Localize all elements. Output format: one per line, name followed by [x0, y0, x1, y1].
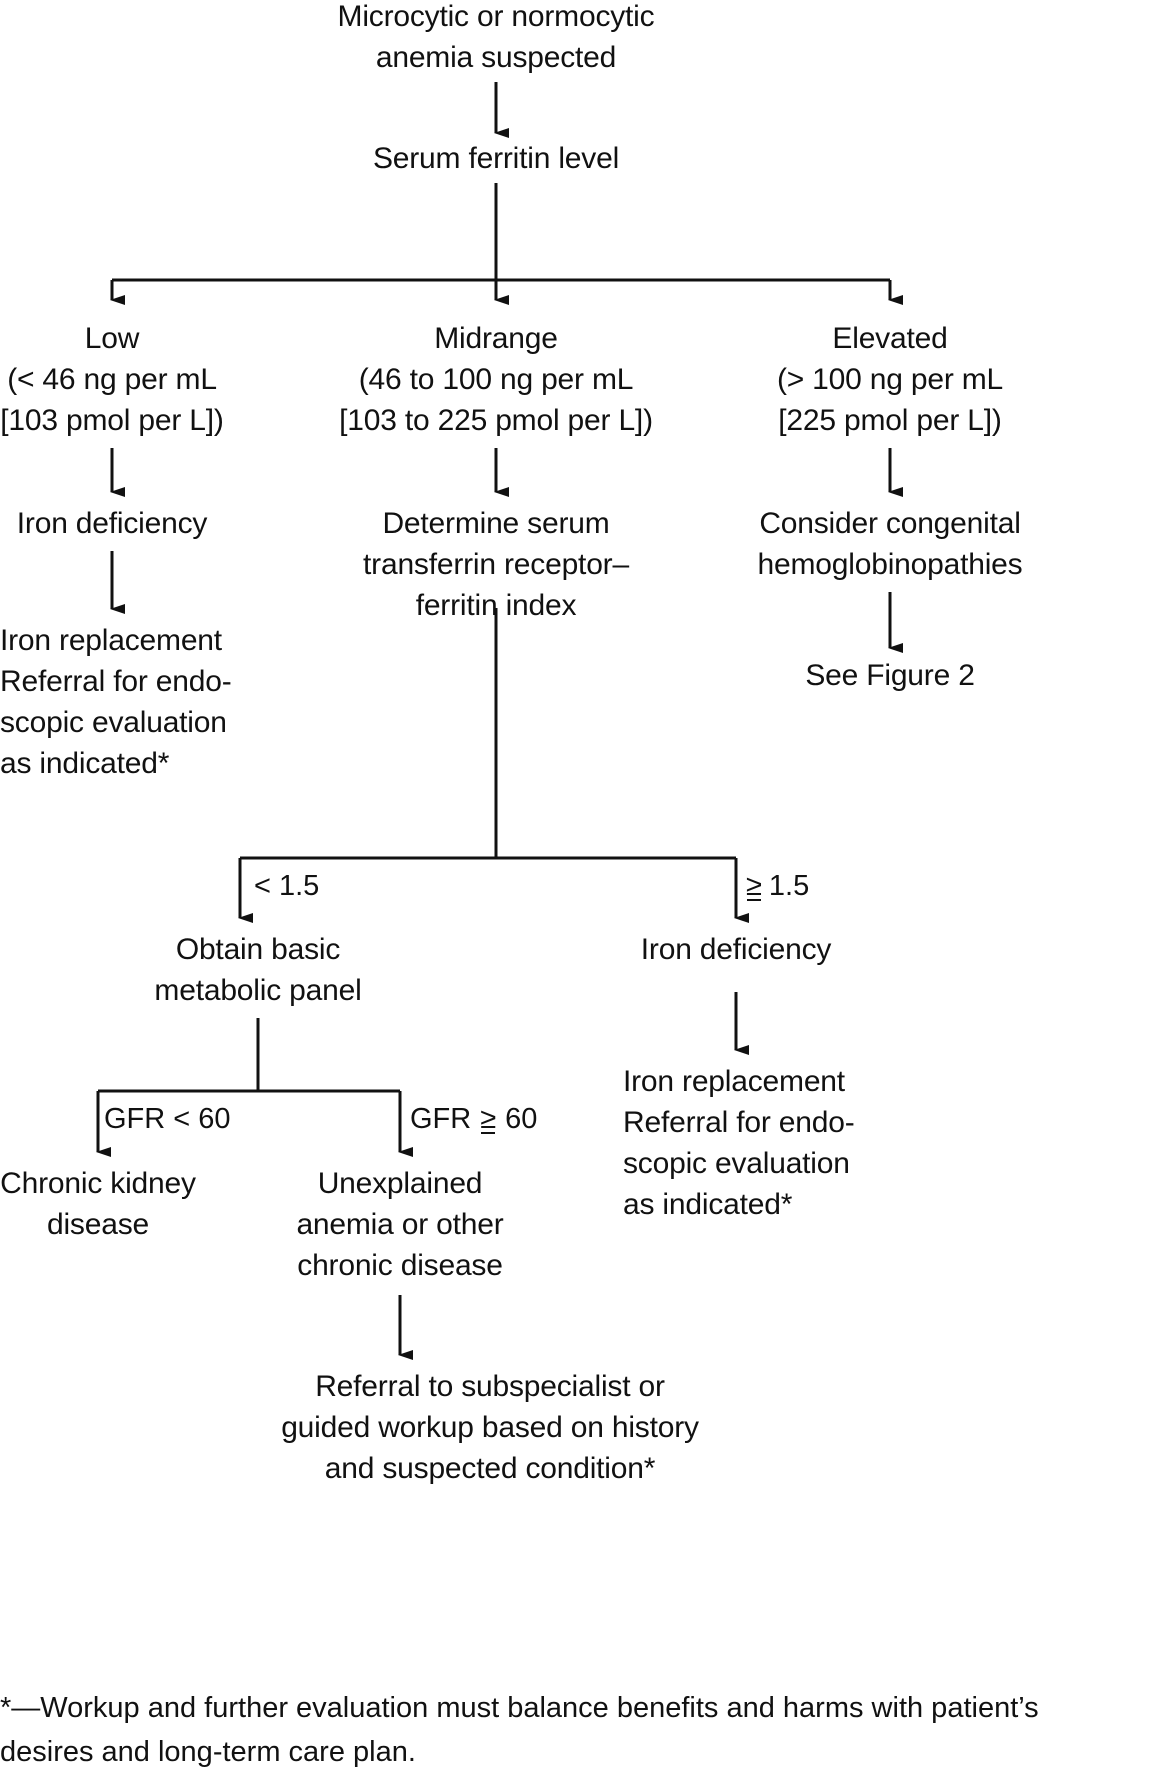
greater-equal-icon-gfr: ≥ — [480, 1103, 497, 1135]
edge-label-gfr-high: GFR≥60 — [410, 1102, 537, 1136]
node-serum-ferritin-level: Serum ferritin level — [372, 142, 620, 175]
node-iron-replacement-left: Iron replacement Referral for endo- scop… — [0, 624, 232, 780]
node-iron-replacement-right: Iron replacement Referral for endo- scop… — [623, 1065, 855, 1221]
edge-label-index-high-value: 1.5 — [768, 870, 810, 902]
edge-label-gfr-low: GFR < 60 — [104, 1103, 231, 1135]
node-see-figure-2: See Figure 2 — [805, 659, 975, 692]
edge-label-index-high: ≥1.5 — [746, 869, 809, 903]
node-elevated: Elevated (> 100 ng per mL [225 pmol per … — [776, 322, 1004, 437]
edge-label-gfr-high-prefix: GFR — [410, 1103, 472, 1135]
node-low: Low (< 46 ng per mL [103 pmol per L]) — [0, 322, 224, 437]
node-unexplained-anemia: Unexplained anemia or other chronic dise… — [296, 1167, 504, 1282]
greater-equal-icon: ≥ — [746, 870, 762, 902]
node-iron-deficiency-right: Iron deficiency — [640, 933, 832, 966]
edge-label-gfr-high-value: 60 — [505, 1103, 538, 1135]
node-determine-index: Determine serum transferrin receptor– fe… — [363, 507, 629, 622]
node-start: Microcytic or normocytic anemia suspecte… — [337, 0, 655, 74]
node-consider-congenital: Consider congenital hemoglobinopathies — [757, 507, 1023, 581]
node-chronic-kidney-disease: Chronic kidney disease — [0, 1167, 196, 1241]
node-midrange: Midrange (46 to 100 ng per mL [103 to 22… — [339, 322, 653, 437]
edge-label-index-low: < 1.5 — [254, 870, 320, 902]
node-iron-deficiency-left: Iron deficiency — [16, 507, 208, 540]
footnote: *—Workup and further evaluation must bal… — [0, 1692, 1039, 1768]
node-obtain-basic-metabolic-panel: Obtain basic metabolic panel — [154, 933, 362, 1007]
node-referral-subspecialist: Referral to subspecialist or guided work… — [281, 1370, 699, 1485]
